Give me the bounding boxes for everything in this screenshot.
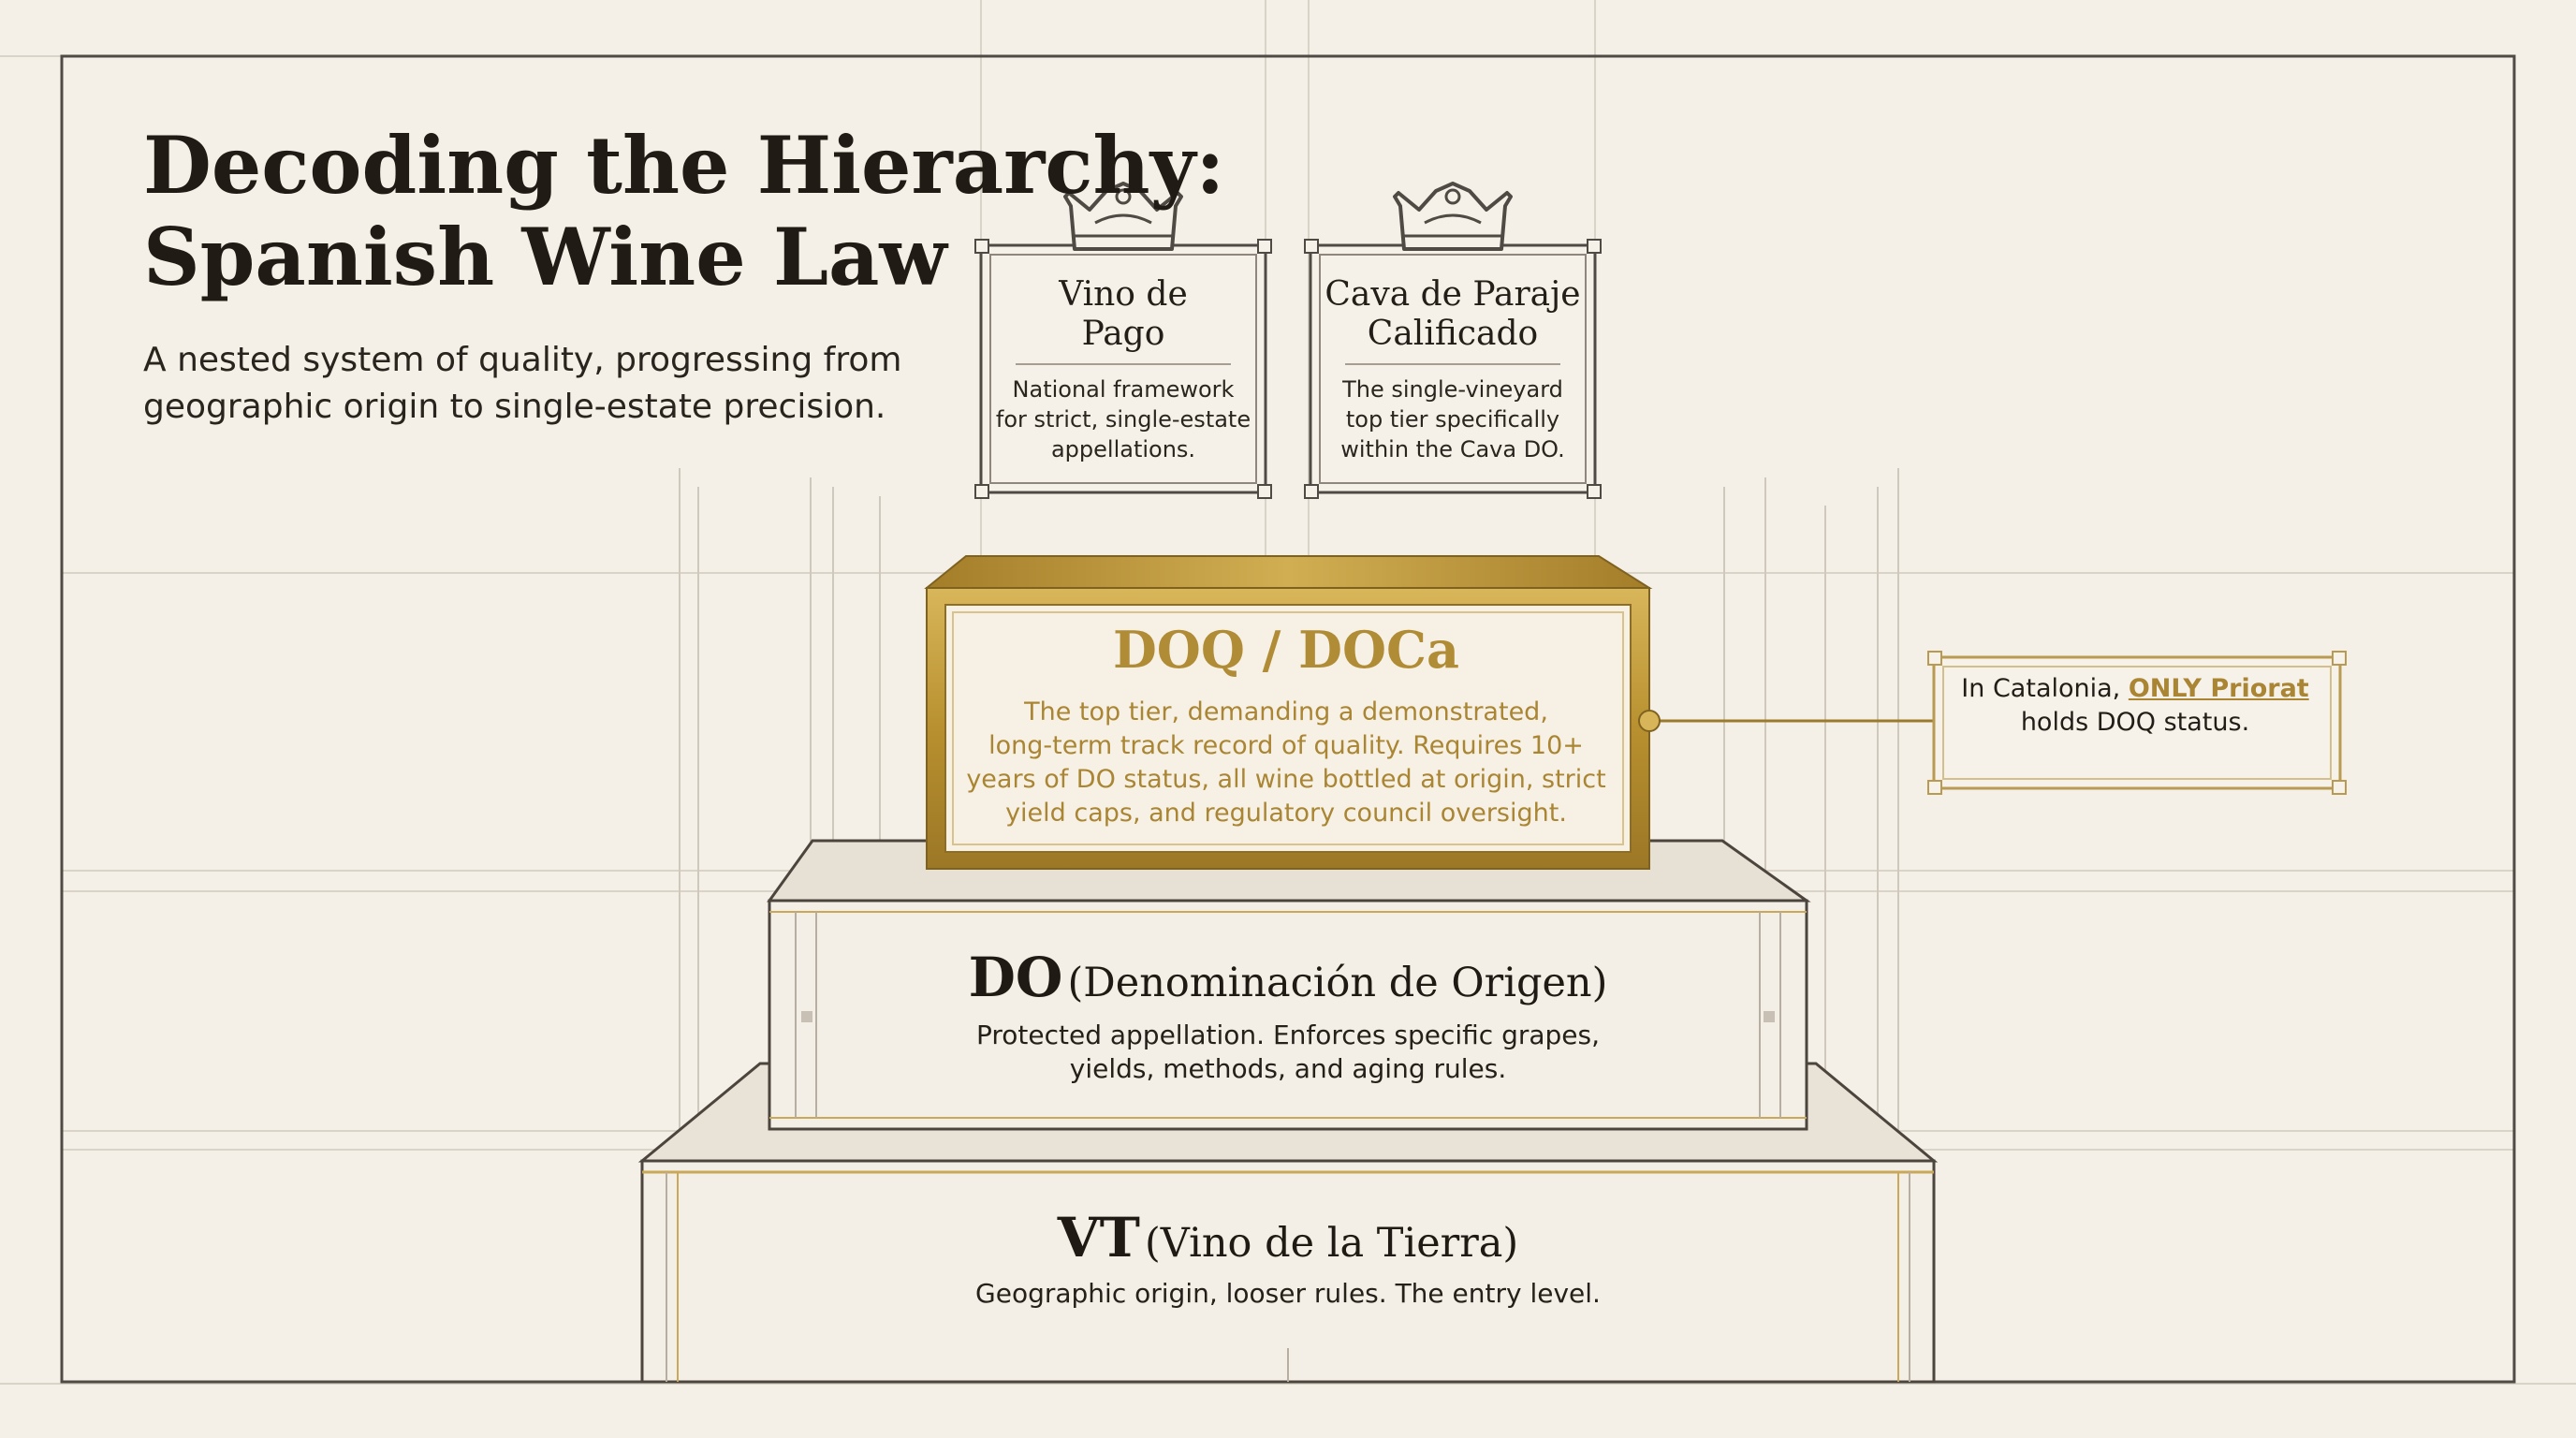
doq-desc-line4: yield caps, and regulatory council overs… bbox=[1005, 799, 1567, 828]
do-desc-line2: yields, methods, and aging rules. bbox=[1069, 1053, 1507, 1084]
card-title-line2: Calificado bbox=[1367, 315, 1539, 353]
card-title-line1: Cava de Paraje bbox=[1325, 275, 1581, 314]
callout-prefix: In Catalonia, bbox=[1961, 674, 2129, 703]
page-subtitle-line2: geographic origin to single-estate preci… bbox=[143, 388, 886, 426]
card-desc-line3: appellations. bbox=[1050, 436, 1196, 462]
callout-line2: holds DOQ status. bbox=[2020, 708, 2250, 737]
card-cava-de-paraje-calificado: Cava de Paraje Calificado The single-vin… bbox=[1312, 275, 1593, 464]
card-title-line1: Vino de bbox=[1059, 275, 1188, 314]
callout-box bbox=[1927, 651, 2347, 795]
do-tier-title: DO (Denominación de Origen) bbox=[773, 946, 1803, 1009]
callout-connector bbox=[1638, 710, 1934, 732]
card-title: Vino de Pago bbox=[983, 275, 1264, 354]
card-description: The single-vineyard top tier specificall… bbox=[1312, 374, 1593, 464]
do-desc-line1: Protected appellation. Enforces specific… bbox=[975, 1020, 1601, 1050]
vt-tier-title: VT (Vino de la Tierra) bbox=[773, 1206, 1803, 1269]
do-tier-abbr: DO bbox=[968, 946, 1063, 1009]
catalonia-callout: In Catalonia, ONLY Priorat holds DOQ sta… bbox=[1934, 672, 2336, 740]
page-title-line2: Spanish Wine Law bbox=[143, 211, 947, 303]
page-subtitle: A nested system of quality, progressing … bbox=[143, 337, 1079, 431]
vt-tier-abbr: VT bbox=[1057, 1206, 1140, 1269]
callout-highlight: ONLY Priorat bbox=[2128, 674, 2309, 703]
card-desc-line2: top tier specifically bbox=[1345, 406, 1560, 433]
vt-tier-fullname: (Vino de la Tierra) bbox=[1145, 1220, 1519, 1267]
doq-tier-block bbox=[924, 555, 1653, 870]
vt-tier-description: Geographic origin, looser rules. The ent… bbox=[975, 1278, 1601, 1309]
do-tier-description: Protected appellation. Enforces specific… bbox=[773, 1019, 1803, 1086]
card-desc-line3: within the Cava DO. bbox=[1340, 436, 1565, 462]
card-desc-line2: for strict, single-estate bbox=[995, 406, 1251, 433]
page-title-line1: Decoding the Hierarchy: bbox=[143, 119, 1225, 212]
callout-line1: In Catalonia, ONLY Priorat bbox=[1934, 672, 2336, 706]
card-title-line2: Pago bbox=[1081, 315, 1165, 353]
card-title: Cava de Paraje Calificado bbox=[1312, 275, 1593, 354]
doq-desc-line1: The top tier, demanding a demonstrated, bbox=[1024, 697, 1548, 726]
card-vino-de-pago: Vino de Pago National framework for stri… bbox=[983, 275, 1264, 464]
page-subtitle-line1: A nested system of quality, progressing … bbox=[143, 341, 902, 379]
card-divider bbox=[1016, 363, 1231, 365]
page-title: Decoding the Hierarchy: Spanish Wine Law bbox=[143, 119, 1225, 303]
card-desc-line1: The single-vineyard bbox=[1342, 376, 1563, 403]
card-desc-line1: National framework bbox=[1012, 376, 1235, 403]
doq-desc-line3: years of DO status, all wine bottled at … bbox=[966, 765, 1606, 794]
doq-tier-description: The top tier, demanding a demonstrated, … bbox=[940, 696, 1632, 830]
doq-tier-title: DOQ / DOCa bbox=[1112, 620, 1460, 680]
do-tier-fullname: (Denominación de Origen) bbox=[1067, 960, 1608, 1006]
card-divider bbox=[1345, 363, 1560, 365]
crown-icon bbox=[1063, 182, 1183, 251]
doq-desc-line2: long-term track record of quality. Requi… bbox=[988, 731, 1584, 760]
card-description: National framework for strict, single-es… bbox=[983, 374, 1264, 464]
crown-icon bbox=[1393, 182, 1513, 251]
